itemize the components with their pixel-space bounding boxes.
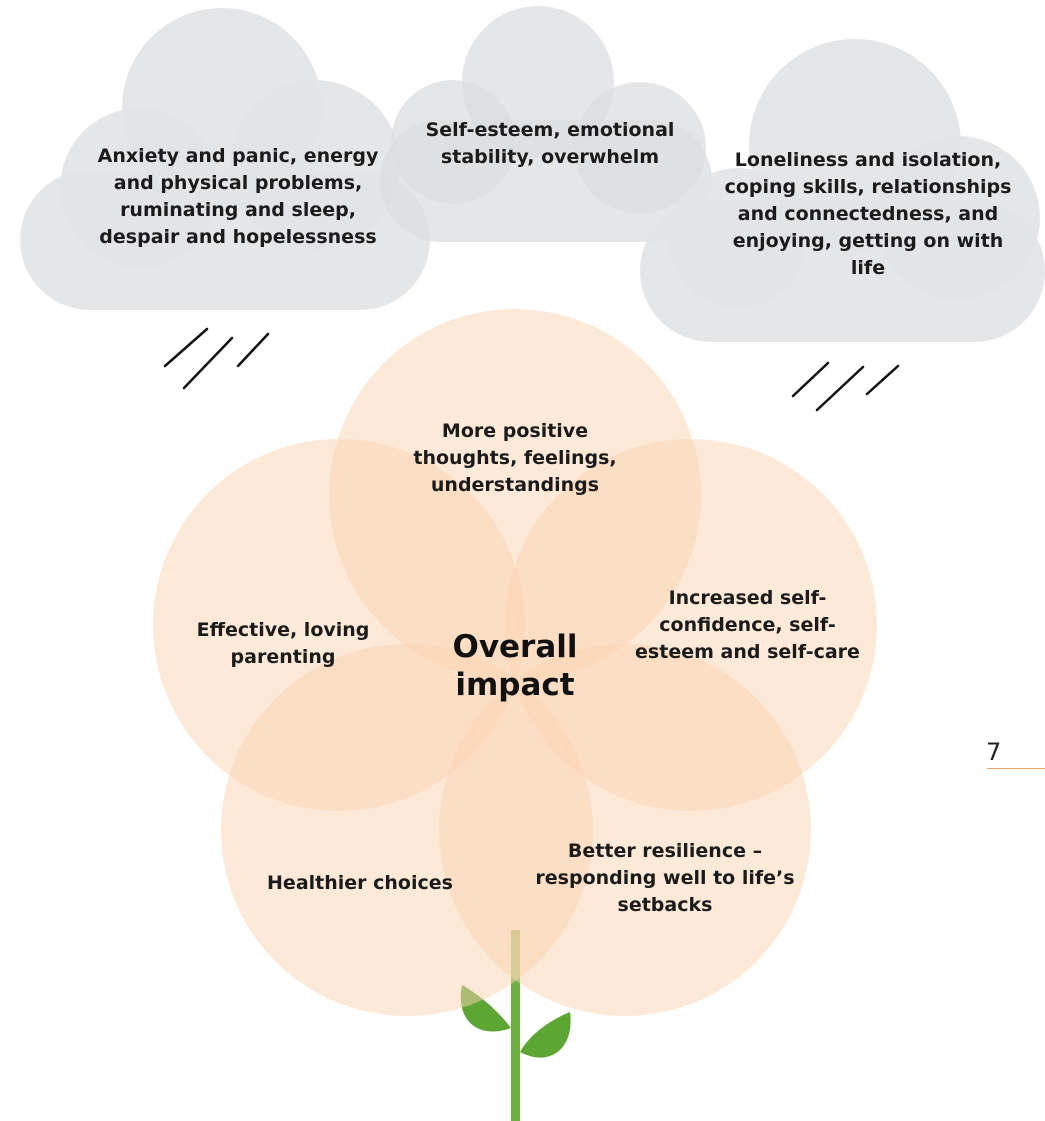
- petal-bottom-right-text: Better resilience – responding well to l…: [535, 840, 795, 916]
- cloud-left: [20, 8, 430, 310]
- petal-bottom-right: [439, 644, 811, 1016]
- flower-petals: [153, 309, 877, 1016]
- petal-top-text: More positive thoughts, feelings, unders…: [413, 420, 617, 496]
- page-number: 7: [986, 738, 1002, 766]
- cloud-left-text: Anxiety and panic, energy and physical p…: [97, 145, 379, 248]
- rain-left: [163, 327, 270, 390]
- page-number-underline: [987, 768, 1045, 769]
- petal-right-text: Increased self-confidence, self-esteem a…: [635, 587, 860, 663]
- leaf-right-icon: [520, 1012, 571, 1058]
- cloud-middle-text: Self-esteem, emotional stability, overwh…: [425, 119, 675, 168]
- center-title-line2: impact: [455, 667, 575, 703]
- center-title: Overall impact: [415, 628, 615, 704]
- petal-left-text: Effective, loving parenting: [196, 619, 370, 668]
- cloud-right: [640, 39, 1045, 342]
- center-title-line1: Overall: [452, 629, 578, 665]
- rain-right: [791, 361, 900, 412]
- cloud-right-text: Loneliness and isolation, coping skills,…: [724, 149, 1012, 279]
- petal-bottom-left-text: Healthier choices: [267, 872, 453, 894]
- cloud-middle: [380, 6, 712, 242]
